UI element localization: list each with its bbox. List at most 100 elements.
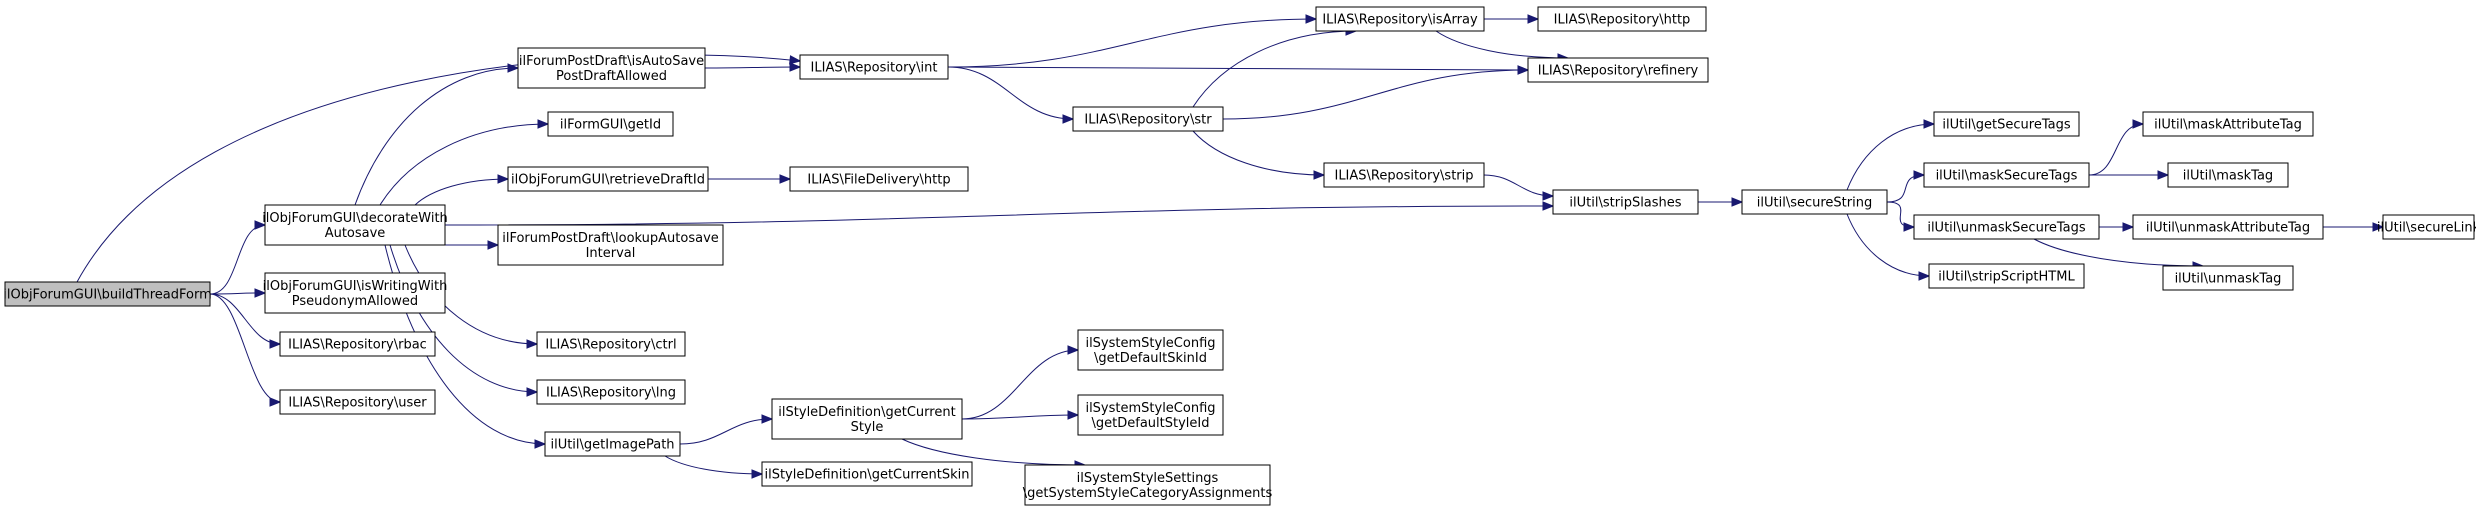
- node-label: ilSystemStyleSettings: [1077, 471, 1219, 486]
- node-unmaskSecureTags[interactable]: ilUtil\unmaskSecureTags: [1913, 214, 2100, 240]
- node-fdHttp[interactable]: ILIAS\FileDelivery\http: [789, 166, 969, 192]
- node-getCurrentSkin[interactable]: ilStyleDefinition\getCurrentSkin: [761, 461, 973, 487]
- edge-arrowhead: [1517, 65, 1530, 75]
- node-formGetId[interactable]: ilFormGUI\getId: [547, 111, 674, 137]
- node-label: Autosave: [325, 226, 386, 241]
- node-label: ILIAS\Repository\http: [1554, 13, 1691, 28]
- edge-line: [76, 54, 801, 283]
- node-label: ilUtil\maskAttributeTag: [2154, 118, 2302, 133]
- node-defaultSkin[interactable]: ilSystemStyleConfig\getDefaultSkinId: [1077, 329, 1224, 371]
- node-pseudonym[interactable]: ilObjForumGUI\isWritingWithPseudonymAllo…: [263, 272, 448, 314]
- edge-stripSlashes-to-secureString: [1697, 197, 1744, 207]
- edge-int-to-isArray: [947, 14, 1318, 68]
- edge-line: [1846, 123, 1935, 191]
- node-label: ILIAS\FileDelivery\http: [807, 173, 950, 188]
- node-box: [507, 166, 709, 192]
- node-root[interactable]: ilObjForumGUI\buildThreadForm: [3, 281, 212, 307]
- node-stripScriptHTML[interactable]: ilUtil\stripScriptHTML: [1928, 263, 2085, 289]
- node-label: ILIAS\Repository\isArray: [1322, 13, 1478, 28]
- edge-getCurrentStyle-to-defaultStyle: [961, 410, 1080, 420]
- node-getSecureTags[interactable]: ilUtil\getSecureTags: [1933, 111, 2080, 137]
- node-box: [1072, 106, 1224, 132]
- edge-str-to-refinery: [1222, 65, 1530, 120]
- node-autosaveAllowed[interactable]: ilForumPostDraft\isAutoSavePostDraftAllo…: [517, 47, 706, 89]
- node-maskSecureTags[interactable]: ilUtil\maskSecureTags: [1923, 162, 2090, 188]
- edge-line: [679, 418, 773, 445]
- edge-arrowhead: [1923, 119, 1936, 129]
- node-label: ilUtil\stripScriptHTML: [1938, 270, 2075, 285]
- edge-arrowhead: [269, 339, 282, 349]
- node-strip[interactable]: ILIAS\Repository\strip: [1323, 162, 1485, 188]
- node-ctrl[interactable]: ILIAS\Repository\ctrl: [536, 331, 686, 357]
- edge-line: [947, 66, 1529, 71]
- node-unmaskAttributeTag[interactable]: ilUtil\unmaskAttributeTag: [2132, 214, 2324, 240]
- node-box: [789, 166, 969, 192]
- edge-arrowhead: [2122, 222, 2135, 232]
- node-label: ILIAS\Repository\ctrl: [545, 338, 676, 353]
- node-refinery[interactable]: ILIAS\Repository\refinery: [1527, 57, 1709, 83]
- edge-secureString-to-stripScriptHTML: [1846, 213, 1931, 281]
- node-maskTag[interactable]: ilUtil\maskTag: [2167, 162, 2289, 188]
- edge-decorate-to-formGetId: [379, 119, 550, 206]
- node-defaultStyle[interactable]: ilSystemStyleConfig\getDefaultStyleId: [1077, 394, 1224, 436]
- node-box: [1077, 329, 1224, 371]
- node-label: ilSystemStyleConfig: [1085, 336, 1215, 351]
- node-categoryAssign[interactable]: ilSystemStyleSettings\getSystemStyleCate…: [1023, 464, 1273, 506]
- node-unmaskTag[interactable]: ilUtil\unmaskTag: [2162, 265, 2294, 291]
- node-label: \getDefaultStyleId: [1092, 416, 1210, 431]
- node-label: ILIAS\Repository\rbac: [288, 338, 427, 353]
- node-secureLink[interactable]: ilUtil\secureLink: [2377, 214, 2476, 240]
- node-box: [2162, 265, 2294, 291]
- edge-int-to-refinery: [947, 65, 1530, 75]
- node-getImagePath[interactable]: ilUtil\getImagePath: [544, 431, 681, 457]
- node-label: ilFormGUI\getId: [560, 118, 661, 133]
- node-retrieveDraft[interactable]: ilObjForumGUI\retrieveDraftId: [507, 166, 709, 192]
- node-box: [264, 272, 446, 314]
- edge-maskSecureTags-to-maskAttributeTag: [2088, 119, 2145, 176]
- node-box: [1024, 464, 1271, 506]
- node-maskAttributeTag[interactable]: ilUtil\maskAttributeTag: [2142, 111, 2314, 137]
- node-box: [2382, 214, 2475, 240]
- node-label: ilStyleDefinition\getCurrentSkin: [764, 468, 969, 483]
- node-label: ilObjForumGUI\decorateWith: [262, 211, 448, 226]
- edge-arrowhead: [497, 174, 510, 184]
- node-box: [771, 398, 963, 440]
- node-box: [761, 461, 973, 487]
- node-label: ilUtil\stripSlashes: [1569, 196, 1681, 211]
- node-rbac[interactable]: ILIAS\Repository\rbac: [279, 331, 436, 357]
- edge-line: [404, 244, 538, 345]
- edge-line: [1886, 201, 1915, 228]
- node-box: [2167, 162, 2289, 188]
- edge-arrowhead: [1067, 410, 1080, 420]
- edge-arrowhead: [2157, 170, 2170, 180]
- edge-line: [379, 123, 549, 206]
- node-lng[interactable]: ILIAS\Repository\lng: [536, 379, 686, 405]
- edge-arrowhead: [1313, 170, 1326, 180]
- node-box: [1537, 6, 1707, 32]
- node-stripSlashes[interactable]: ilUtil\stripSlashes: [1552, 189, 1699, 215]
- node-isArray[interactable]: ILIAS\Repository\isArray: [1315, 6, 1485, 32]
- edge-line: [961, 349, 1079, 420]
- edge-arrowhead: [2132, 119, 2145, 129]
- node-label: PostDraftAllowed: [556, 69, 667, 84]
- edge-arrowhead: [1067, 345, 1080, 355]
- edge-autosaveAllowed-to-int: [704, 62, 802, 72]
- edge-getImagePath-to-getCurrentSkin: [664, 455, 764, 479]
- node-label: \getDefaultSkinId: [1094, 351, 1207, 366]
- node-label: ilUtil\unmaskTag: [2175, 272, 2282, 287]
- node-label: ilUtil\maskTag: [2183, 169, 2273, 184]
- edge-arrowhead: [779, 174, 792, 184]
- node-box: [2142, 111, 2314, 137]
- node-int[interactable]: ILIAS\Repository\int: [799, 54, 949, 80]
- node-secureString[interactable]: ilUtil\secureString: [1741, 189, 1888, 215]
- edge-line: [1222, 69, 1529, 120]
- node-label: ilUtil\unmaskAttributeTag: [2146, 221, 2310, 236]
- node-label: ilForumPostDraft\isAutoSave: [519, 54, 704, 69]
- node-http[interactable]: ILIAS\Repository\http: [1537, 6, 1707, 32]
- edge-unmaskAttributeTag-to-secureLink: [2323, 222, 2385, 232]
- node-str[interactable]: ILIAS\Repository\str: [1072, 106, 1224, 132]
- node-user[interactable]: ILIAS\Repository\user: [279, 389, 436, 415]
